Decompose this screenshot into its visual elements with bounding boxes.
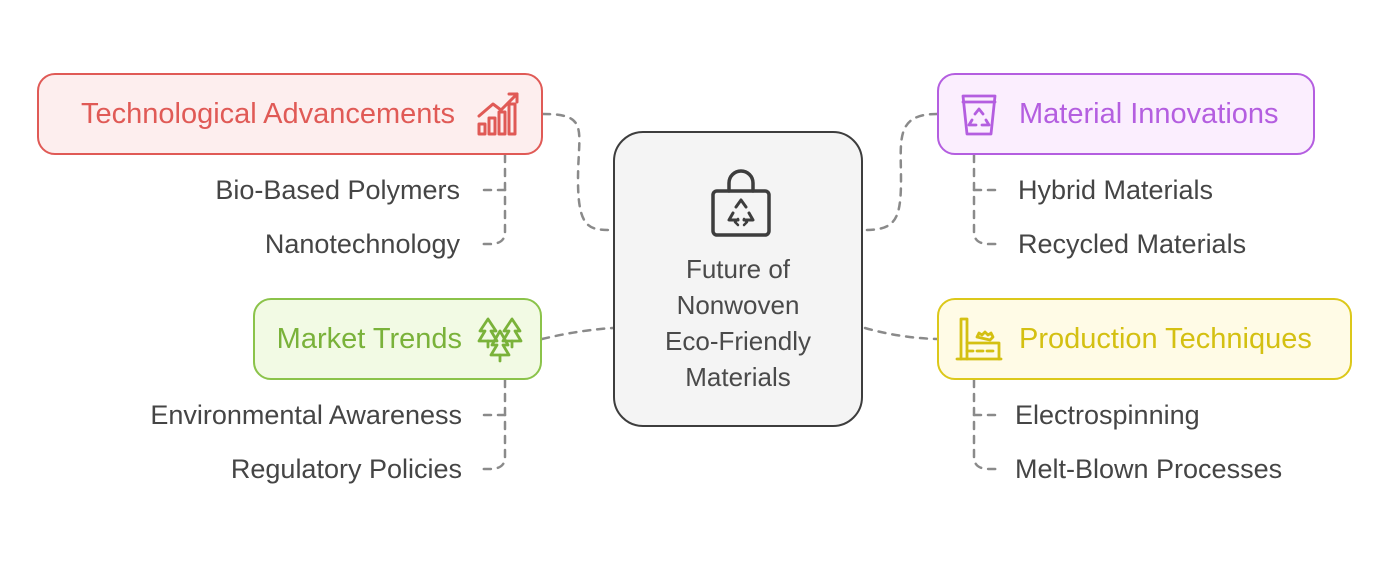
connector-center-market bbox=[540, 326, 615, 341]
item-environmental-awareness: Environmental Awareness bbox=[150, 400, 462, 430]
connector-technological-items bbox=[476, 153, 507, 246]
central-topic-title: Future of Nonwoven Eco-Friendly Material… bbox=[665, 254, 811, 392]
category-market-trends: Market Trends bbox=[253, 298, 542, 380]
category-material-label: Material Innovations bbox=[1019, 97, 1279, 130]
trees-icon bbox=[477, 317, 523, 363]
item-regulatory-policies: Regulatory Policies bbox=[230, 454, 462, 484]
category-technological-label: Technological Advancements bbox=[80, 97, 455, 130]
item-bio-based-polymers: Bio-Based Polymers bbox=[215, 175, 460, 205]
item-electrospinning: Electrospinning bbox=[1015, 400, 1200, 430]
category-material-innovations: Material Innovations bbox=[937, 73, 1315, 155]
category-market-label: Market Trends bbox=[276, 322, 462, 355]
growth-chart-icon bbox=[477, 92, 519, 136]
category-technological-advancements: Technological Advancements bbox=[37, 73, 543, 155]
central-topic: Future of Nonwoven Eco-Friendly Material… bbox=[613, 131, 863, 427]
category-production-label: Production Techniques bbox=[1019, 322, 1312, 355]
recycle-bag-icon bbox=[711, 169, 771, 237]
connector-center-production bbox=[863, 326, 939, 341]
item-recycled-materials: Recycled Materials bbox=[1018, 229, 1247, 259]
connector-material-items bbox=[972, 153, 1003, 246]
item-hybrid-materials: Hybrid Materials bbox=[1018, 175, 1214, 205]
recycle-bin-icon bbox=[961, 94, 997, 136]
factory-icon bbox=[955, 317, 1003, 361]
item-nanotechnology: Nanotechnology bbox=[264, 229, 460, 259]
connector-center-material bbox=[863, 112, 939, 232]
connector-market-items bbox=[476, 378, 507, 471]
item-melt-blown-processes: Melt-Blown Processes bbox=[1015, 454, 1283, 484]
connector-production-items bbox=[972, 378, 1003, 471]
connector-center-technological bbox=[541, 112, 615, 232]
category-production-techniques: Production Techniques bbox=[937, 298, 1352, 380]
